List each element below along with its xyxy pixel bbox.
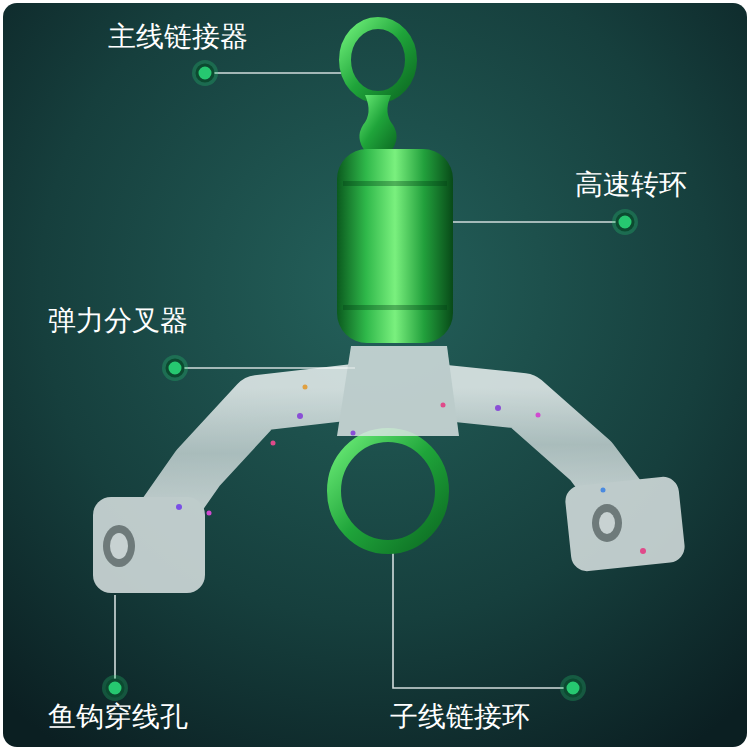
splitter-speckles (176, 385, 646, 555)
part-label: 鱼钩穿线孔 (48, 700, 188, 734)
part-label: 子线链接环 (390, 700, 530, 734)
part-label: 主线链接器 (108, 20, 248, 54)
background-panel (3, 3, 747, 747)
branch-ring (334, 435, 442, 547)
part-label: 弹力分叉器 (48, 304, 188, 338)
swivel-illustration (3, 3, 747, 747)
line-holes (103, 504, 622, 567)
main-line-ring (345, 23, 411, 151)
swivel-barrel (337, 149, 453, 343)
part-label: 高速转环 (575, 168, 687, 202)
leader-lines (115, 73, 625, 688)
background (3, 3, 747, 747)
leader-dots (102, 60, 638, 701)
elastic-splitter (93, 346, 686, 593)
